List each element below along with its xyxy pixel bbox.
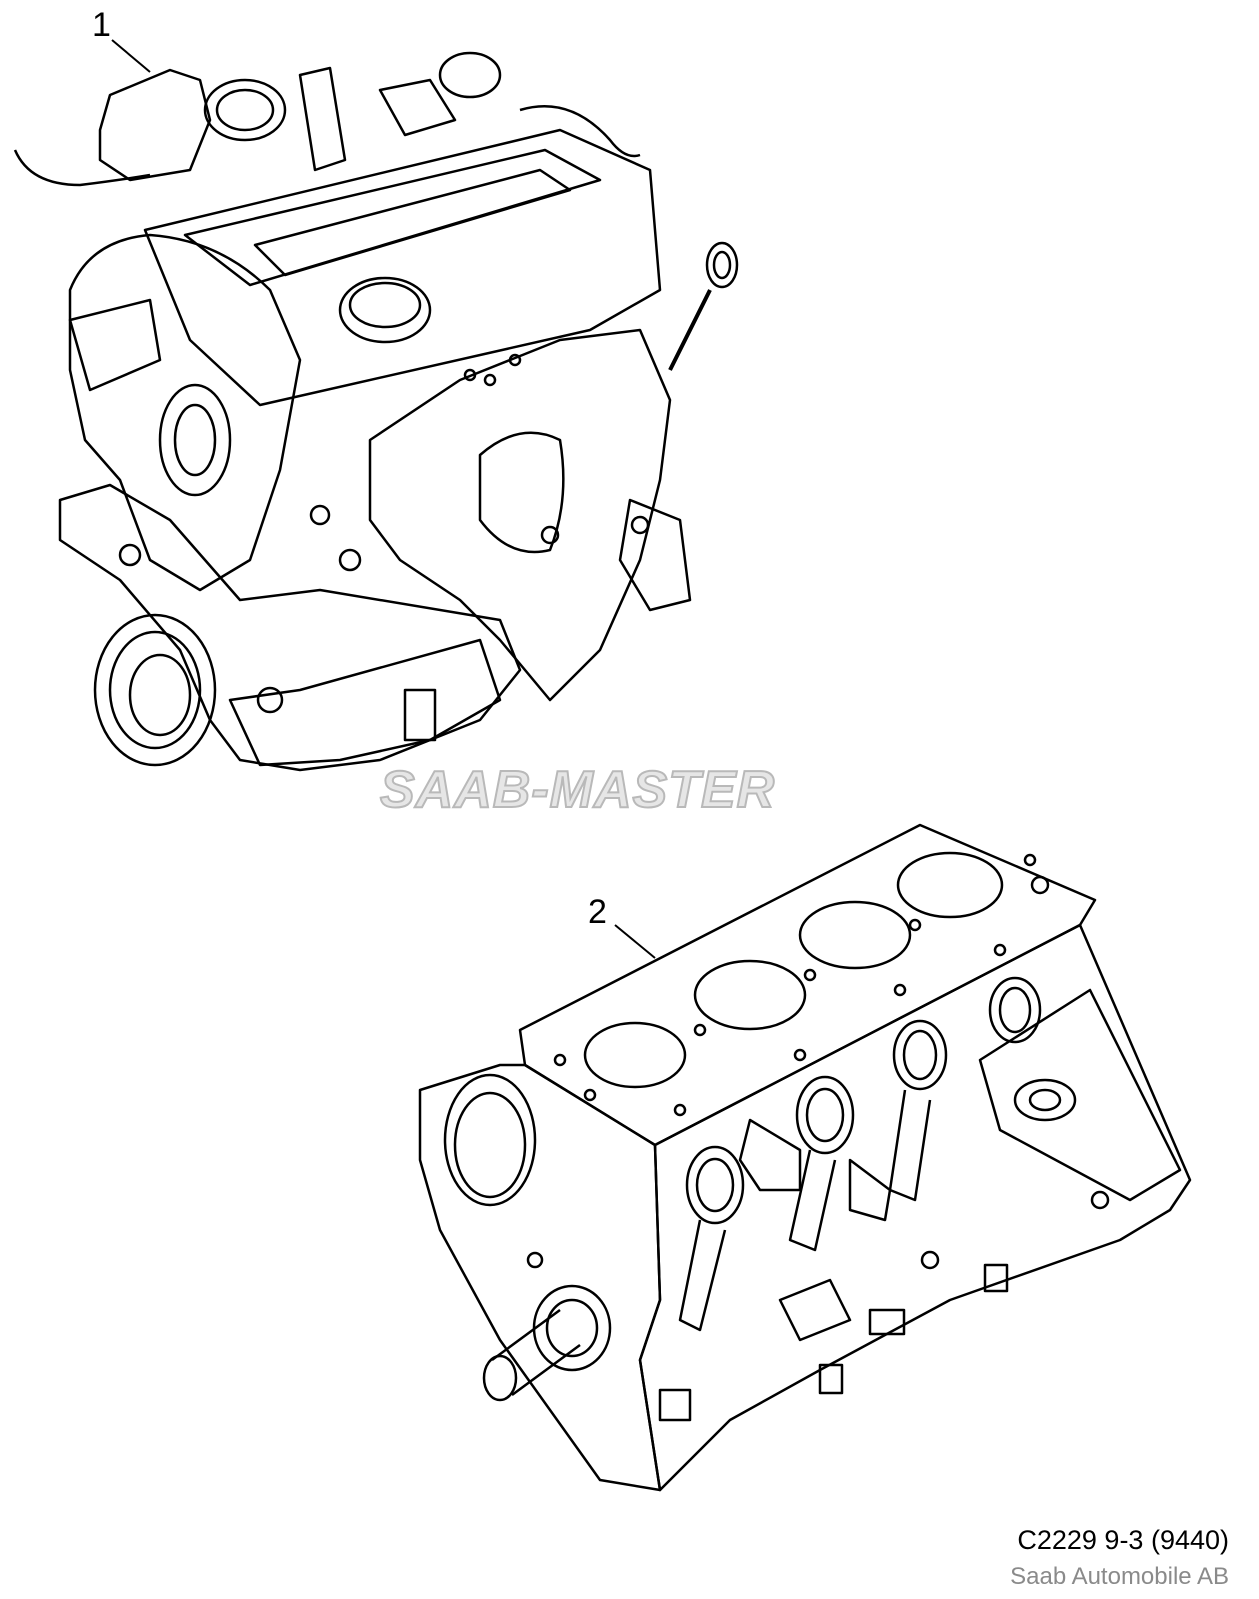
callout-2-label: 2 <box>588 893 607 931</box>
copyright-text: Saab Automobile AB <box>1010 1563 1229 1590</box>
figure-code: C2229 9-3 (9440) <box>1017 1525 1229 1555</box>
callout-1-label: 1 <box>92 6 111 44</box>
watermark-text: SAAB-MASTER <box>379 760 776 820</box>
short-block-illustration <box>418 823 1192 1492</box>
complete-engine-illustration <box>13 39 739 772</box>
